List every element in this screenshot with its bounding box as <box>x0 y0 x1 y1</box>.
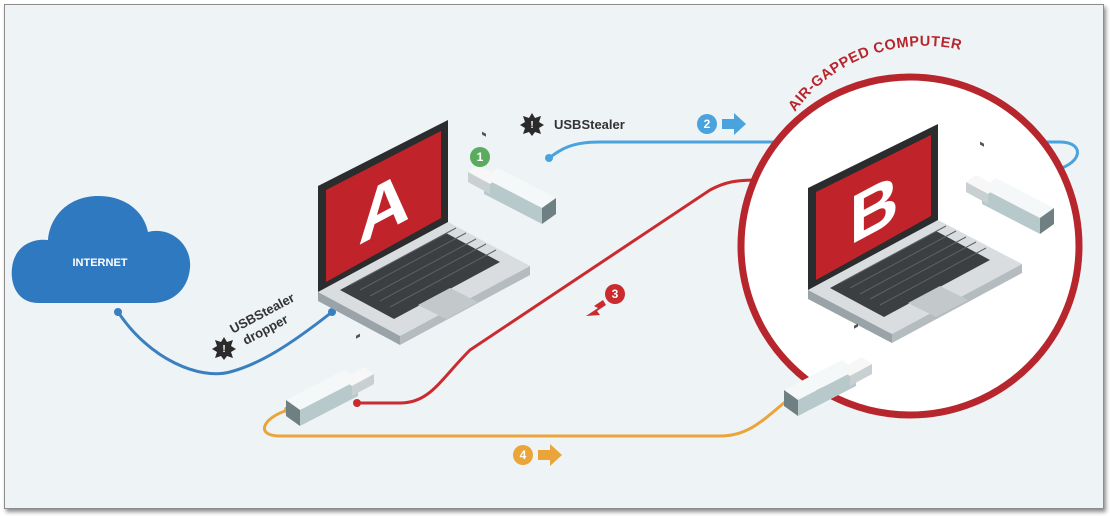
svg-text:4: 4 <box>520 448 527 462</box>
orange-path-step-4 <box>263 396 791 438</box>
laptop-a <box>318 120 530 345</box>
internet-line <box>116 310 333 376</box>
arrow-left-icon <box>586 300 606 316</box>
svg-text:1: 1 <box>477 150 484 164</box>
arrow-right-icon <box>722 113 746 135</box>
internet-line-end <box>328 308 336 316</box>
blue-path-step-2 <box>548 140 1079 174</box>
svg-text:2: 2 <box>704 117 711 131</box>
warning-glyph-1: ! <box>530 120 533 131</box>
usb-drive-1 <box>468 131 556 224</box>
warning-glyph-2: ! <box>222 344 225 355</box>
red-path-start <box>353 399 361 407</box>
internet-line-start <box>114 308 122 316</box>
step-1-badge: 1 <box>470 147 490 167</box>
cloud-icon <box>11 196 191 303</box>
internet-label: INTERNET <box>73 257 128 269</box>
usbstealer-label: USBStealer <box>554 117 625 132</box>
blue-path-start <box>545 154 553 162</box>
usb-drive-a-bottom <box>286 333 374 426</box>
arrow-right-icon <box>538 444 562 466</box>
step-4-badge: 4 <box>513 445 533 465</box>
red-path-step-3 <box>357 178 1001 405</box>
step-2-badge: 2 <box>697 114 717 134</box>
svg-text:3: 3 <box>612 287 619 301</box>
laptop-b <box>808 124 1022 343</box>
step-3-badge: 3 <box>605 284 625 304</box>
